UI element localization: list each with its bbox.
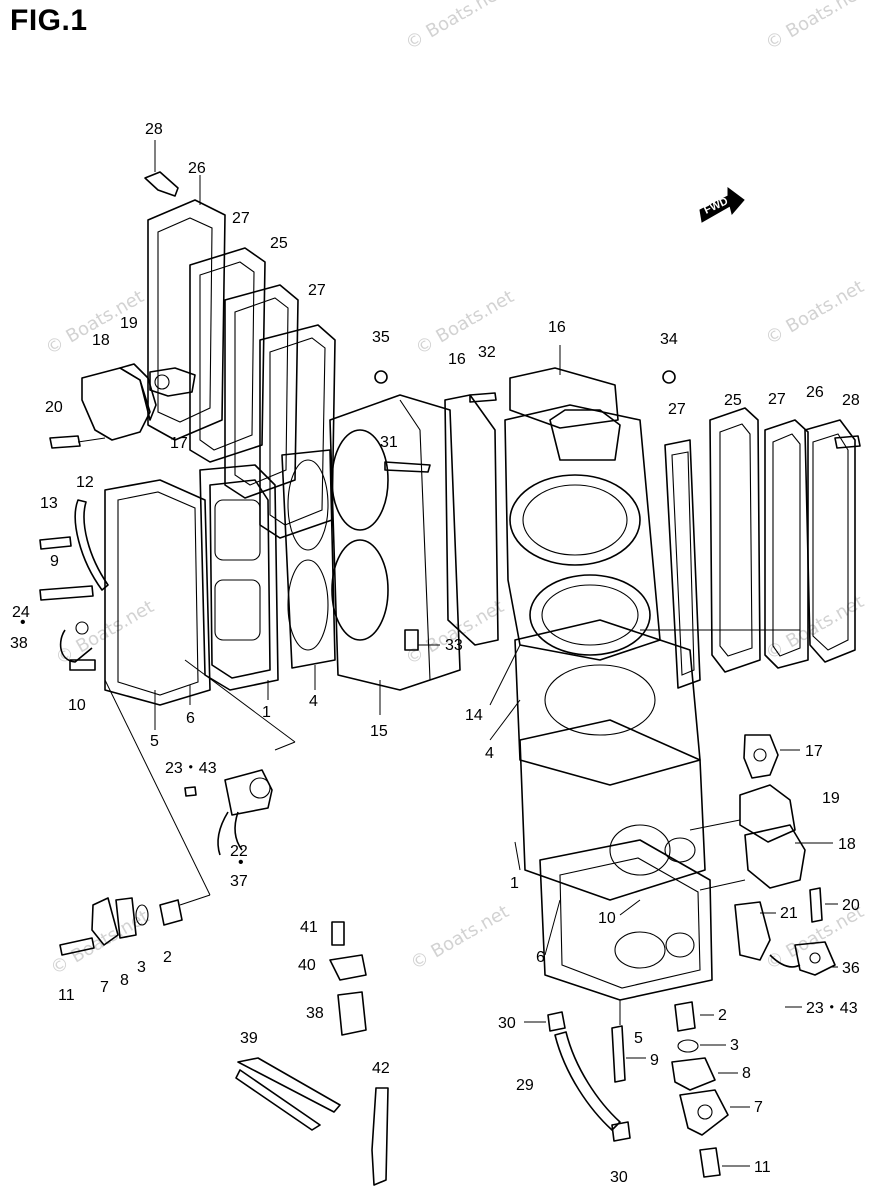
- callout-label: 4: [309, 693, 318, 710]
- callout-label: 3: [730, 1037, 739, 1054]
- callout-label: 11: [754, 1159, 771, 1176]
- callout-label: 23・43: [806, 1000, 858, 1017]
- callout-label: 25: [270, 235, 288, 252]
- left-exhaust-cover-stack: [144, 140, 336, 539]
- callout-label: 22: [230, 843, 248, 860]
- right-label-leaders: [524, 749, 838, 1167]
- callout-label: 33: [445, 637, 463, 654]
- figure-title: FIG.1: [10, 4, 88, 37]
- callout-label: 13: [40, 495, 58, 512]
- watermark: © Boats.net: [407, 901, 513, 974]
- callout-label: •: [238, 854, 244, 871]
- callout-label: 2: [163, 949, 172, 966]
- callout-label: 5: [150, 733, 159, 750]
- watermark-layer: © Boats.net © Boats.net © Boats.net © Bo…: [42, 0, 868, 979]
- callout-label: 18: [838, 836, 856, 853]
- fwd-arrow-icon: FWD: [699, 187, 745, 223]
- callout-label: 24: [12, 604, 30, 621]
- callout-label: 3: [137, 959, 146, 976]
- callout-label: 28: [842, 392, 860, 409]
- right-bottom-parts: [547, 1000, 729, 1178]
- callout-label: 42: [372, 1060, 390, 1077]
- callout-label: 38: [10, 635, 28, 652]
- callout-label: 10: [598, 910, 616, 927]
- callout-label: 20: [842, 897, 860, 914]
- callout-label: 9: [50, 553, 59, 570]
- callout-labels: 28 26 27 25 27 18 19 20 17 35 16 32 16 3…: [10, 121, 860, 1186]
- callout-label: 37: [230, 873, 248, 890]
- callout-label: 30: [610, 1169, 628, 1186]
- watermark: © Boats.net: [412, 286, 518, 359]
- callout-label: 29: [516, 1077, 534, 1094]
- right-cylinder-block: [489, 345, 800, 1001]
- callout-label: 4: [485, 745, 494, 762]
- callout-label: 16: [548, 319, 566, 336]
- callout-label: 17: [805, 743, 823, 760]
- left-temp-sensor: [184, 769, 273, 856]
- right-exhaust-cover-stack: [662, 370, 861, 689]
- callout-label: 5: [634, 1030, 643, 1047]
- callout-label: 19: [822, 790, 840, 807]
- left-leader-lines: [104, 644, 440, 906]
- callout-label: 21: [780, 905, 798, 922]
- left-cylinder-head: [104, 370, 499, 706]
- callout-label: 15: [370, 723, 388, 740]
- left-small-parts: [39, 499, 109, 671]
- callout-label: 27: [232, 210, 250, 227]
- callout-label: 36: [842, 960, 860, 977]
- callout-label: 39: [240, 1030, 258, 1047]
- callout-label: 16: [448, 351, 466, 368]
- right-thermostat-assembly: [689, 734, 836, 976]
- callout-label: 6: [536, 949, 545, 966]
- callout-label: 19: [120, 315, 138, 332]
- callout-label: 32: [478, 344, 496, 361]
- callout-label: 1: [262, 704, 271, 721]
- callout-label: 25: [724, 392, 742, 409]
- callout-label: 34: [660, 331, 678, 348]
- callout-label: 31: [380, 434, 398, 451]
- callout-label: •: [20, 614, 26, 631]
- callout-label: 17: [170, 435, 188, 452]
- watermark: © Boats.net: [402, 0, 508, 54]
- callout-label: 40: [298, 957, 316, 974]
- callout-label: 8: [742, 1065, 751, 1082]
- callout-label: 41: [300, 919, 318, 936]
- callout-label: 2: [718, 1007, 727, 1024]
- callout-label: 38: [306, 1005, 324, 1022]
- callout-label: 6: [186, 710, 195, 727]
- callout-label: 26: [188, 160, 206, 177]
- callout-label: 26: [806, 384, 824, 401]
- callout-label: 10: [68, 697, 86, 714]
- left-bypass-valve-parts: [59, 897, 183, 956]
- callout-label: 27: [668, 401, 686, 418]
- callout-label: 14: [465, 707, 483, 724]
- callout-label: 30: [498, 1015, 516, 1032]
- callout-label: 23・43: [165, 760, 217, 777]
- watermark: © Boats.net: [762, 0, 868, 54]
- left-thermostat-assembly: [49, 363, 196, 449]
- watermark: © Boats.net: [762, 276, 868, 349]
- callout-label: 9: [650, 1052, 659, 1069]
- callout-label: 27: [768, 391, 786, 408]
- callout-label: 18: [92, 332, 110, 349]
- callout-label: 7: [754, 1099, 763, 1116]
- callout-label: 20: [45, 399, 63, 416]
- callout-label: 27: [308, 282, 326, 299]
- bottom-middle-parts: [235, 921, 389, 1186]
- callout-label: 7: [100, 979, 109, 996]
- callout-label: 1: [510, 875, 519, 892]
- callout-label: 11: [58, 987, 75, 1004]
- callout-label: 35: [372, 329, 390, 346]
- callout-label: 28: [145, 121, 163, 138]
- callout-label: 12: [76, 474, 94, 491]
- callout-label: 8: [120, 972, 129, 989]
